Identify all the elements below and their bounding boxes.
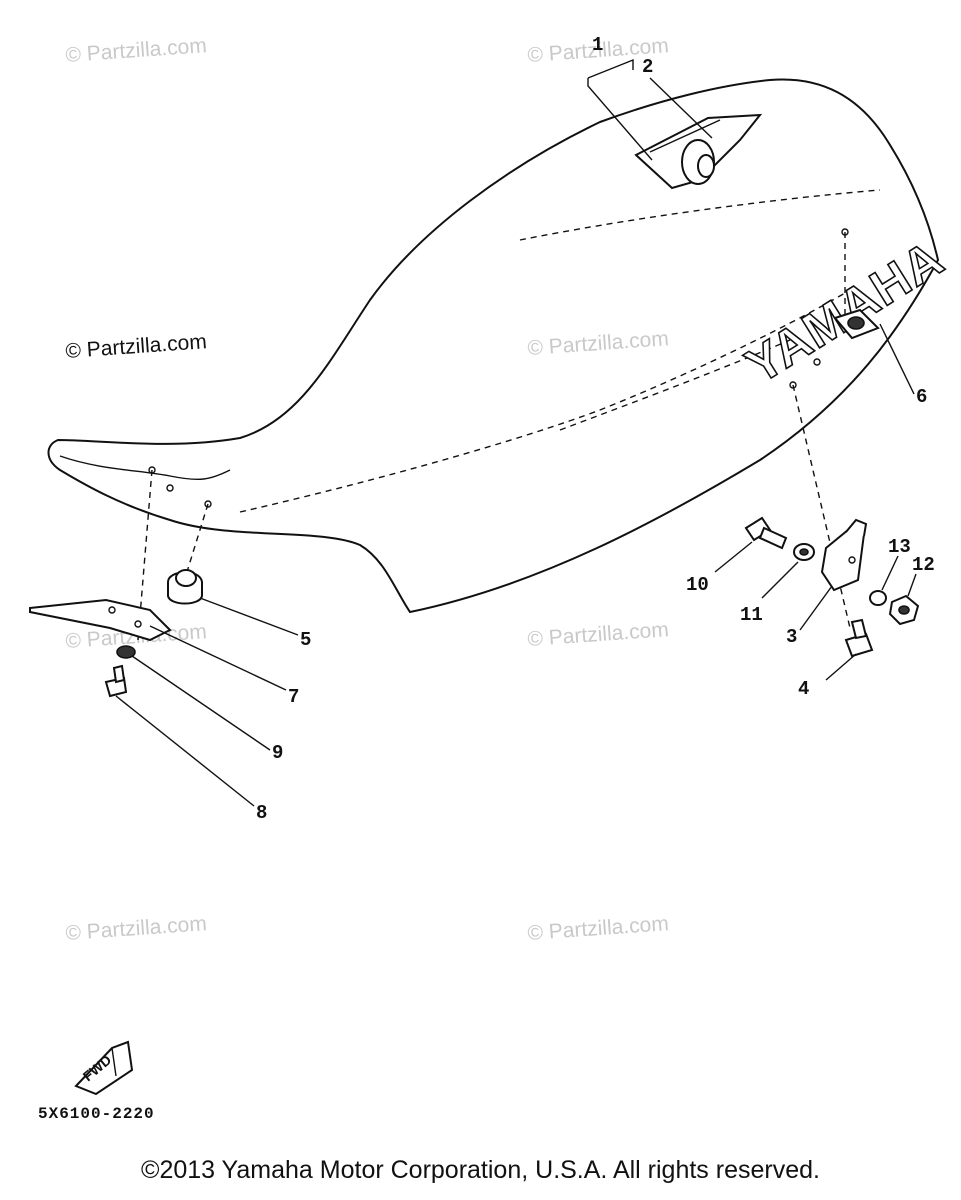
callout-10: 10: [686, 574, 709, 596]
diagram-code: 5X6100-2220: [38, 1105, 155, 1123]
part-9-washer: [116, 645, 271, 751]
part-10-bolt: [714, 516, 788, 573]
part-5-grommet: [167, 569, 299, 636]
callout-6: 6: [916, 386, 927, 408]
callout-7: 7: [288, 686, 299, 708]
watermark: © Partzilla.com: [65, 912, 208, 945]
callout-13: 13: [888, 536, 911, 558]
part-4-bolt: [825, 618, 874, 681]
callout-11: 11: [740, 604, 763, 626]
callout-3: 3: [786, 626, 797, 648]
callout-8: 8: [256, 802, 267, 824]
watermark: © Partzilla.com: [527, 327, 670, 360]
seat: [47, 78, 940, 614]
part-7-bracket: [29, 598, 287, 691]
part-13-washer: [869, 555, 899, 606]
callout-12: 12: [912, 554, 935, 576]
watermark: © Partzilla.com: [65, 330, 208, 363]
watermark: © Partzilla.com: [65, 34, 208, 67]
part-12-nut: [888, 573, 920, 626]
watermark: © Partzilla.com: [527, 912, 670, 945]
part-11-washer: [761, 543, 815, 599]
callout-1: 1: [592, 34, 603, 56]
callout-5: 5: [300, 629, 311, 651]
part-8-bolt: [104, 664, 255, 807]
callout-2: 2: [642, 56, 653, 78]
callout-9: 9: [272, 742, 283, 764]
copyright-notice: ©2013 Yamaha Motor Corporation, U.S.A. A…: [141, 1156, 820, 1184]
part-3-seat-bracket: [799, 518, 868, 631]
watermark: © Partzilla.com: [527, 618, 670, 651]
fwd-arrow: FWD: [74, 1040, 134, 1096]
callout-4: 4: [798, 678, 809, 700]
part-6-nut-clip: [833, 308, 915, 395]
